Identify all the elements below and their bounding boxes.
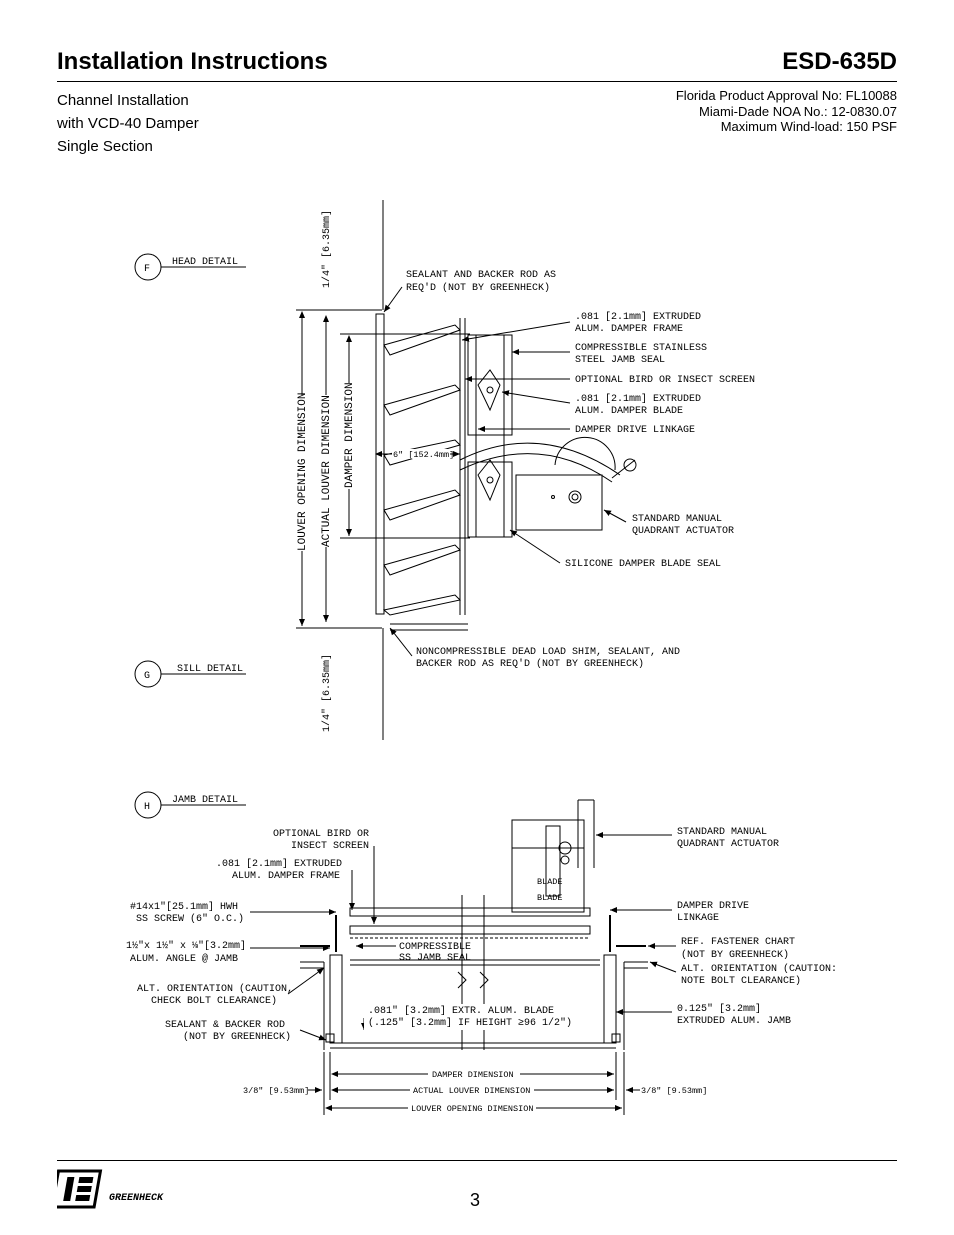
section-dim-text: LOUVER OPENING DIMENSION ACTUAL LOUVER D… [296,210,454,732]
model-number: ESD-635D [782,48,897,75]
head-detail-marker: F HEAD DETAIL [134,253,246,281]
callout: .081 [2.1mm] EXTRUDED [575,311,701,323]
approval-line: Maximum Wind-load: 150 PSF [720,119,897,134]
callout: DAMPER DRIVE LINKAGE [575,425,695,436]
brand-name: GREENHECK [109,1193,164,1204]
callout: (NOT BY GREENHECK) [183,1031,291,1043]
callout: BLADE [537,893,563,903]
sill-detail-letter: G [144,671,150,682]
depth-dim: 6" [152.4mm] [393,450,454,460]
callout: REF. FASTENER CHART [681,937,795,948]
jamb-detail-letter: H [144,802,150,813]
callout: BACKER ROD AS REQ'D (NOT BY GREENHECK) [416,658,644,670]
subtitle-line: with VCD-40 Damper [57,115,199,132]
right-gap-dim: 3/8" [9.53mm] [641,1086,707,1096]
plan-callout-text: OPTIONAL BIRD OR INSECT SCREEN .081 [2.1… [126,827,837,1043]
damper-dim: DAMPER DIMENSION [344,382,356,488]
sill-detail-marker: G SILL DETAIL [134,660,246,688]
louver-opening-dim: LOUVER OPENING DIMENSION [411,1104,533,1114]
callout: BLADE [537,877,563,887]
subtitle: Channel Installation with VCD-40 Damper … [57,89,199,158]
callout: SILICONE DAMPER BLADE SEAL [565,559,721,570]
louver-opening-dim: LOUVER OPENING DIMENSION [297,393,309,551]
actual-louver-dim: ACTUAL LOUVER DIMENSION [321,395,333,547]
callout: CHECK BOLT CLEARANCE) [151,995,277,1007]
bottom-gap-dim: 1/4" [6.35mm] [321,654,333,732]
callout: .081 [2.1mm] EXTRUDED [216,858,342,870]
callout: DAMPER DRIVE [677,901,749,912]
callout: REQ'D (NOT BY GREENHECK) [406,282,550,294]
callout: OPTIONAL BIRD OR [273,829,369,840]
subtitle-line: Channel Installation [57,92,189,109]
greenheck-mark-icon [57,1169,103,1209]
callout: INSECT SCREEN [291,841,369,852]
callout: (NOT BY GREENHECK) [681,949,789,961]
callout: QUADRANT ACTUATOR [677,839,779,850]
callout: NONCOMPRESSIBLE DEAD LOAD SHIM, SEALANT,… [416,647,680,658]
callout: 0.125" [3.2mm] [677,1003,761,1015]
callout: COMPRESSIBLE [399,942,471,953]
section-callouts [383,286,627,657]
head-detail-label: HEAD DETAIL [172,257,238,268]
sill-detail-label: SILL DETAIL [177,664,243,675]
callout: 1½"x 1½" x ⅛"[3.2mm] [126,940,246,952]
callout: #14x1"[25.1mm] HWH [130,901,238,913]
callout: ALT. ORIENTATION (CAUTION, [137,983,293,995]
jamb-detail-marker: H JAMB DETAIL [134,791,246,819]
callout: SS JAMB SEAL [399,953,471,964]
head-detail-letter: F [144,264,150,275]
plan-dimensions [308,1052,640,1115]
callout: ALUM. DAMPER BLADE [575,406,683,417]
callout: OPTIONAL BIRD OR INSECT SCREEN [575,375,755,386]
page-title: Installation Instructions [57,48,328,75]
subtitle-line: Single Section [57,138,153,155]
section-callout-text: SEALANT AND BACKER ROD AS REQ'D (NOT BY … [406,270,755,670]
callout: SS SCREW (6" O.C.) [136,913,244,925]
callout: SEALANT AND BACKER ROD AS [406,270,556,281]
actual-louver-dim: ACTUAL LOUVER DIMENSION [413,1086,530,1096]
approval-line: Florida Product Approval No: FL10088 [675,88,897,103]
callout: EXTRUDED ALUM. JAMB [677,1016,791,1027]
callout: .081" [3.2mm] EXTR. ALUM. BLADE [368,1005,554,1017]
callout: SEALANT & BACKER ROD [165,1020,285,1031]
left-gap-dim: 3/8" [9.53mm] [243,1086,309,1096]
callout: .081 [2.1mm] EXTRUDED [575,393,701,405]
callout: (.125" [3.2mm] IF HEIGHT ≥96 1/2") [368,1017,572,1029]
callout: ALT. ORIENTATION (CAUTION: [681,963,837,975]
approvals: Florida Product Approval No: FL10088 Mia… [676,88,897,135]
callout: QUADRANT ACTUATOR [632,526,734,537]
callout: NOTE BOLT CLEARANCE) [681,975,801,987]
callout: ALUM. ANGLE @ JAMB [130,953,238,965]
header-rule [57,81,897,82]
callout: STANDARD MANUAL [632,514,722,525]
callout: ALUM. DAMPER FRAME [232,871,340,882]
plan-dim-text: DAMPER DIMENSION ACTUAL LOUVER DIMENSION… [243,1069,707,1114]
callout: COMPRESSIBLE STAINLESS [575,343,707,354]
callout: STEEL JAMB SEAL [575,355,665,366]
page-number: 3 [470,1190,481,1210]
section-view [296,200,637,740]
approval-line: Miami-Dade NOA No.: 12-0830.07 [699,103,897,119]
jamb-detail-label: JAMB DETAIL [172,795,238,806]
callout: STANDARD MANUAL [677,827,767,838]
greenheck-logo: GREENHECK [57,1169,164,1209]
top-gap-dim: 1/4" [6.35mm] [321,210,333,288]
footer-rule [57,1160,897,1161]
callout: LINKAGE [677,913,719,924]
damper-dim: DAMPER DIMENSION [432,1070,514,1080]
callout: ALUM. DAMPER FRAME [575,324,683,335]
